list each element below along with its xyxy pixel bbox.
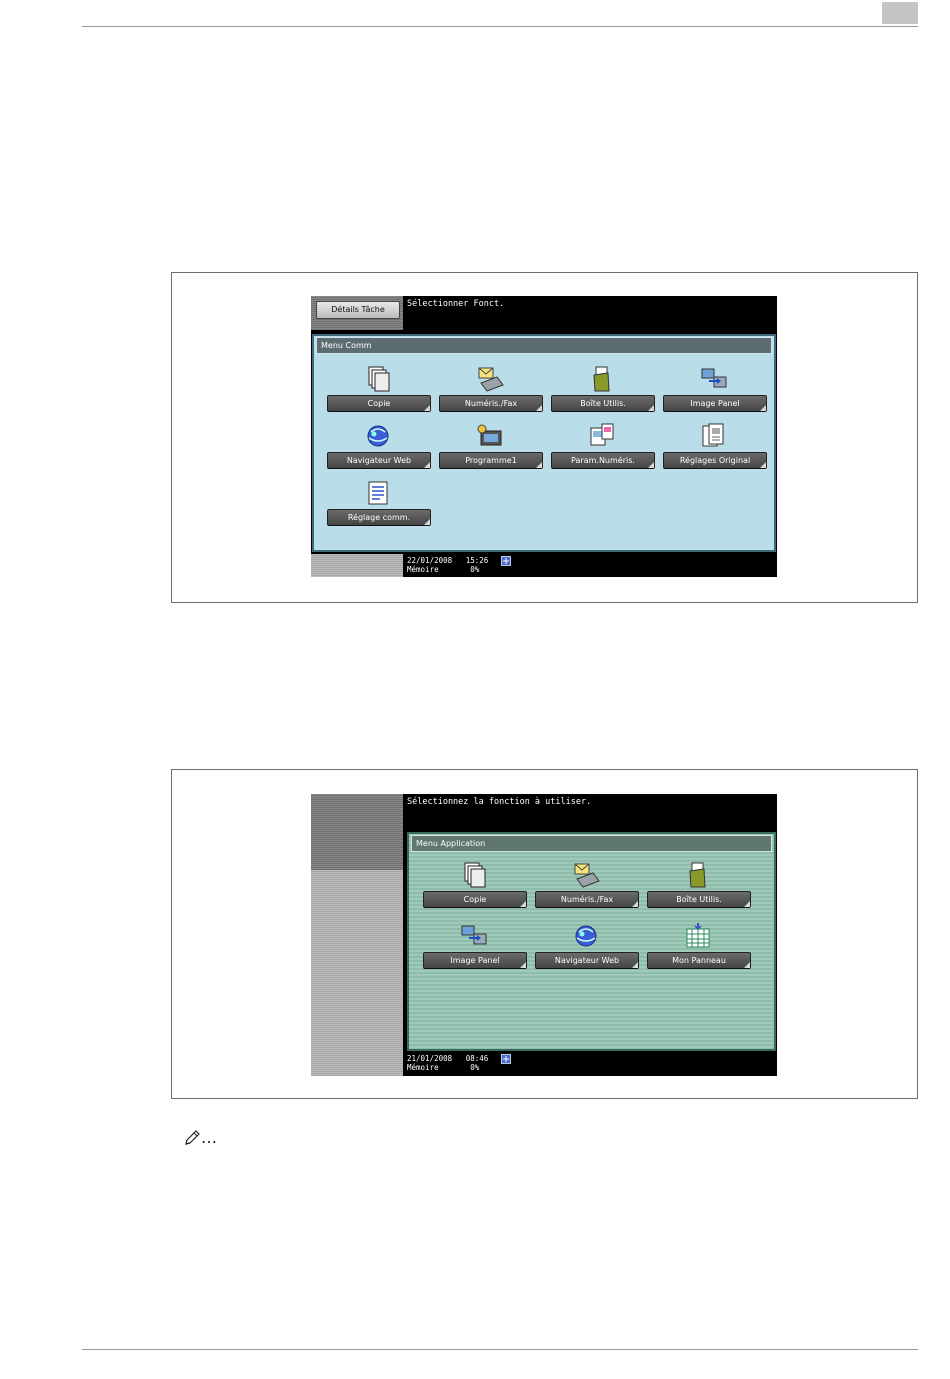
user-box-icon	[593, 366, 610, 392]
status-time: 15:26	[465, 556, 489, 565]
menu-panel: Menu Comm Copie Numéris./Fax Boîte Ut	[312, 334, 776, 552]
network-status-icon	[501, 1054, 511, 1064]
scan-fax-icon	[478, 367, 504, 392]
program-button[interactable]: Programme1	[439, 452, 543, 469]
status-left-area	[311, 554, 403, 577]
comm-settings-button[interactable]: Réglage comm.	[327, 509, 431, 526]
job-details-button[interactable]: Détails Tâche	[316, 301, 400, 319]
user-box-icon	[689, 862, 706, 888]
scan-settings-button[interactable]: Param.Numéris.	[551, 452, 655, 469]
control-panel-screen-2: Sélectionnez la fonction à utiliser. Men…	[311, 794, 777, 1076]
copy-icon	[464, 862, 486, 888]
instruction-message: Sélectionner Fonct.	[407, 299, 505, 309]
original-settings-icon	[702, 423, 724, 447]
my-panel-button[interactable]: Mon Panneau	[647, 952, 751, 969]
memory-value: 0%	[470, 564, 480, 574]
user-box-button[interactable]: Boîte Utilis.	[551, 395, 655, 412]
web-browser-button[interactable]: Navigateur Web	[535, 952, 639, 969]
pencil-note-icon	[185, 1129, 200, 1145]
image-panel-icon	[461, 925, 487, 945]
comm-settings-icon	[368, 481, 388, 505]
image-panel-button[interactable]: Image Panel	[423, 952, 527, 969]
status-date: 21/01/2008	[407, 1054, 453, 1063]
menu-panel: Menu Application Copie Numéris./Fax Boît…	[407, 832, 776, 1051]
my-panel-icon	[686, 923, 710, 948]
status-bar: 21/01/2008 08:46 Mémoire 0%	[407, 1054, 489, 1072]
note-block: …	[183, 1124, 217, 1148]
job-area: Détails Tâche	[311, 296, 403, 330]
user-box-button[interactable]: Boîte Utilis.	[647, 891, 751, 908]
memory-value: 0%	[470, 1062, 480, 1072]
copy-button[interactable]: Copie	[327, 395, 431, 412]
program-icon	[477, 424, 502, 446]
web-browser-button[interactable]: Navigateur Web	[327, 452, 431, 469]
job-area	[311, 794, 403, 870]
chapter-tab	[882, 2, 918, 24]
status-bar: 22/01/2008 15:26 Mémoire 0%	[407, 556, 489, 574]
left-panel-area	[311, 870, 403, 1076]
panel-title: Menu Application	[411, 835, 772, 852]
image-panel-icon	[701, 368, 727, 388]
memory-label: Mémoire	[407, 564, 439, 574]
note-ellipsis: …	[201, 1128, 217, 1147]
web-browser-icon	[575, 925, 597, 947]
copy-button[interactable]: Copie	[423, 891, 527, 908]
header-rule	[82, 26, 918, 27]
image-panel-button[interactable]: Image Panel	[663, 395, 767, 412]
scan-fax-icon	[574, 863, 600, 888]
instruction-message: Sélectionnez la fonction à utiliser.	[407, 797, 592, 807]
scan-settings-icon	[590, 423, 614, 446]
status-date: 22/01/2008	[407, 556, 453, 565]
memory-label: Mémoire	[407, 1062, 439, 1072]
scan-fax-button[interactable]: Numéris./Fax	[535, 891, 639, 908]
footer-rule	[82, 1349, 918, 1350]
original-settings-button[interactable]: Réglages Original	[663, 452, 767, 469]
network-status-icon	[501, 556, 511, 566]
panel-title: Menu Comm	[316, 337, 772, 354]
scan-fax-button[interactable]: Numéris./Fax	[439, 395, 543, 412]
status-time: 08:46	[465, 1054, 489, 1063]
copy-icon	[368, 366, 390, 392]
web-browser-icon	[367, 425, 389, 447]
control-panel-screen-1: Détails Tâche Sélectionner Fonct. Menu C…	[311, 296, 777, 577]
